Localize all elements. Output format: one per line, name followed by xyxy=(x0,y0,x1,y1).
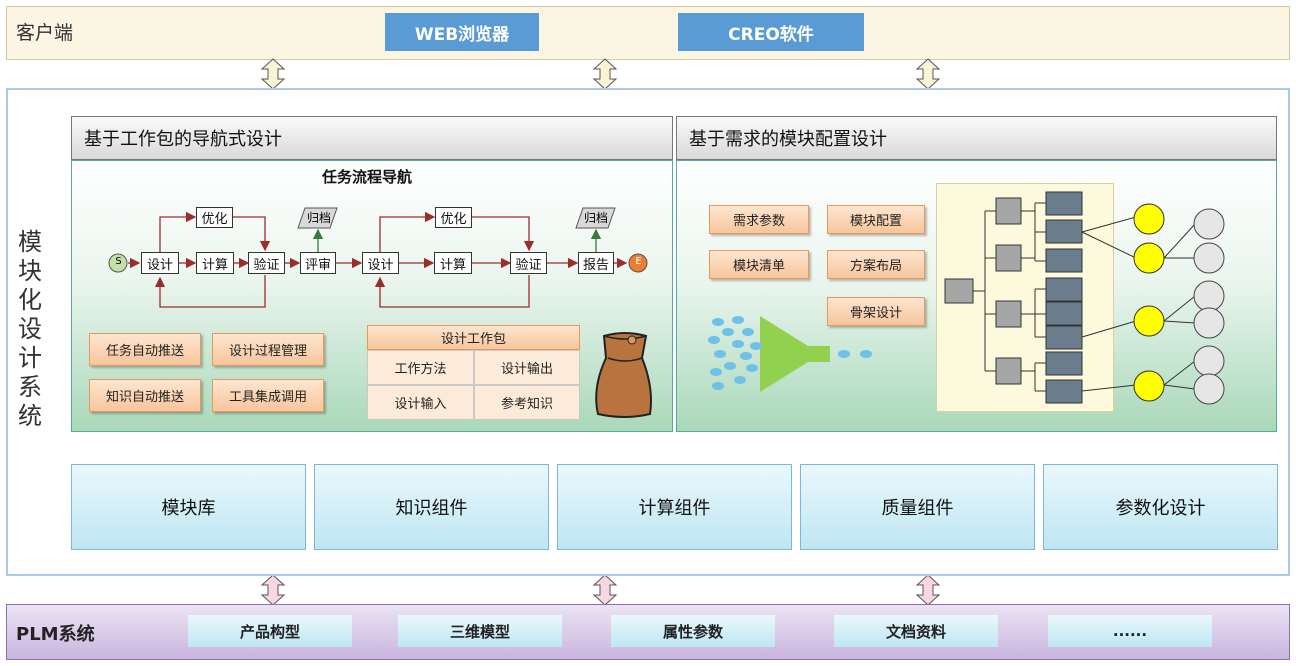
flow-node-calc-2: 计算 xyxy=(434,252,472,274)
plm-label: PLM系统 xyxy=(16,624,95,645)
right-panel-title: 基于需求的模块配置设计 xyxy=(676,116,1277,160)
flow-node-review: 评审 xyxy=(300,252,336,274)
start-node xyxy=(108,253,128,273)
package-cell-input: 设计输入 xyxy=(367,385,474,420)
flow-node-design-2: 设计 xyxy=(362,252,399,274)
web-browser-box: WEB浏览器 xyxy=(385,13,539,51)
flow-node-optimize-2: 优化 xyxy=(435,207,472,228)
module-config-box: 模块配置 xyxy=(827,205,925,234)
work-package-title: 设计工作包 xyxy=(367,325,580,350)
end-label: E xyxy=(635,256,642,267)
action-process-mgmt: 设计过程管理 xyxy=(212,333,324,366)
package-cell-output: 设计输出 xyxy=(474,350,580,385)
plm-item-3d-model: 三维模型 xyxy=(398,615,562,647)
flow-node-report: 报告 xyxy=(578,252,614,274)
client-label: 客户端 xyxy=(16,22,74,44)
package-cell-reference: 参考知识 xyxy=(474,385,580,420)
plm-item-product-config: 产品构型 xyxy=(188,615,352,647)
left-panel-title: 基于工作包的导航式设计 xyxy=(71,116,673,160)
plm-item-documents: 文档资料 xyxy=(834,615,998,647)
flow-title: 任务流程导航 xyxy=(322,168,413,186)
plm-item-more: ...... xyxy=(1048,615,1212,647)
layout-plan-box: 方案布局 xyxy=(827,250,925,279)
action-tool-integration: 工具集成调用 xyxy=(212,379,324,412)
end-node xyxy=(628,253,648,273)
funnel-icon xyxy=(708,316,872,392)
flow-node-archive-2: 归档 xyxy=(583,211,608,225)
component-quality: 质量组件 xyxy=(800,464,1035,550)
component-module-library: 模块库 xyxy=(71,464,306,550)
archive-shape-2 xyxy=(575,207,616,229)
flow-node-calc-1: 计算 xyxy=(196,252,234,274)
component-parametric-design: 参数化设计 xyxy=(1043,464,1278,550)
creo-software-box: CREO软件 xyxy=(678,13,864,51)
system-label: 模块化设计系统 xyxy=(18,228,42,430)
action-task-push: 任务自动推送 xyxy=(89,333,201,366)
req-params-box: 需求参数 xyxy=(709,205,809,234)
paper-bag-icon xyxy=(595,332,652,418)
flow-node-archive-1: 归档 xyxy=(306,211,331,225)
plm-item-attributes: 属性参数 xyxy=(611,615,775,647)
flow-node-verify-2: 验证 xyxy=(510,252,547,274)
component-knowledge: 知识组件 xyxy=(314,464,549,550)
component-calculation: 计算组件 xyxy=(557,464,792,550)
package-cell-method: 工作方法 xyxy=(367,350,474,385)
start-label: S xyxy=(115,256,122,267)
flow-node-verify-1: 验证 xyxy=(248,252,285,274)
flow-node-optimize-1: 优化 xyxy=(196,207,233,228)
client-bar xyxy=(6,6,1290,60)
archive-shape-1 xyxy=(297,207,338,229)
flow-node-design-1: 设计 xyxy=(141,252,179,274)
skeleton-design-box: 骨架设计 xyxy=(827,297,925,326)
module-list-box: 模块清单 xyxy=(709,250,809,279)
action-knowledge-push: 知识自动推送 xyxy=(89,379,201,412)
